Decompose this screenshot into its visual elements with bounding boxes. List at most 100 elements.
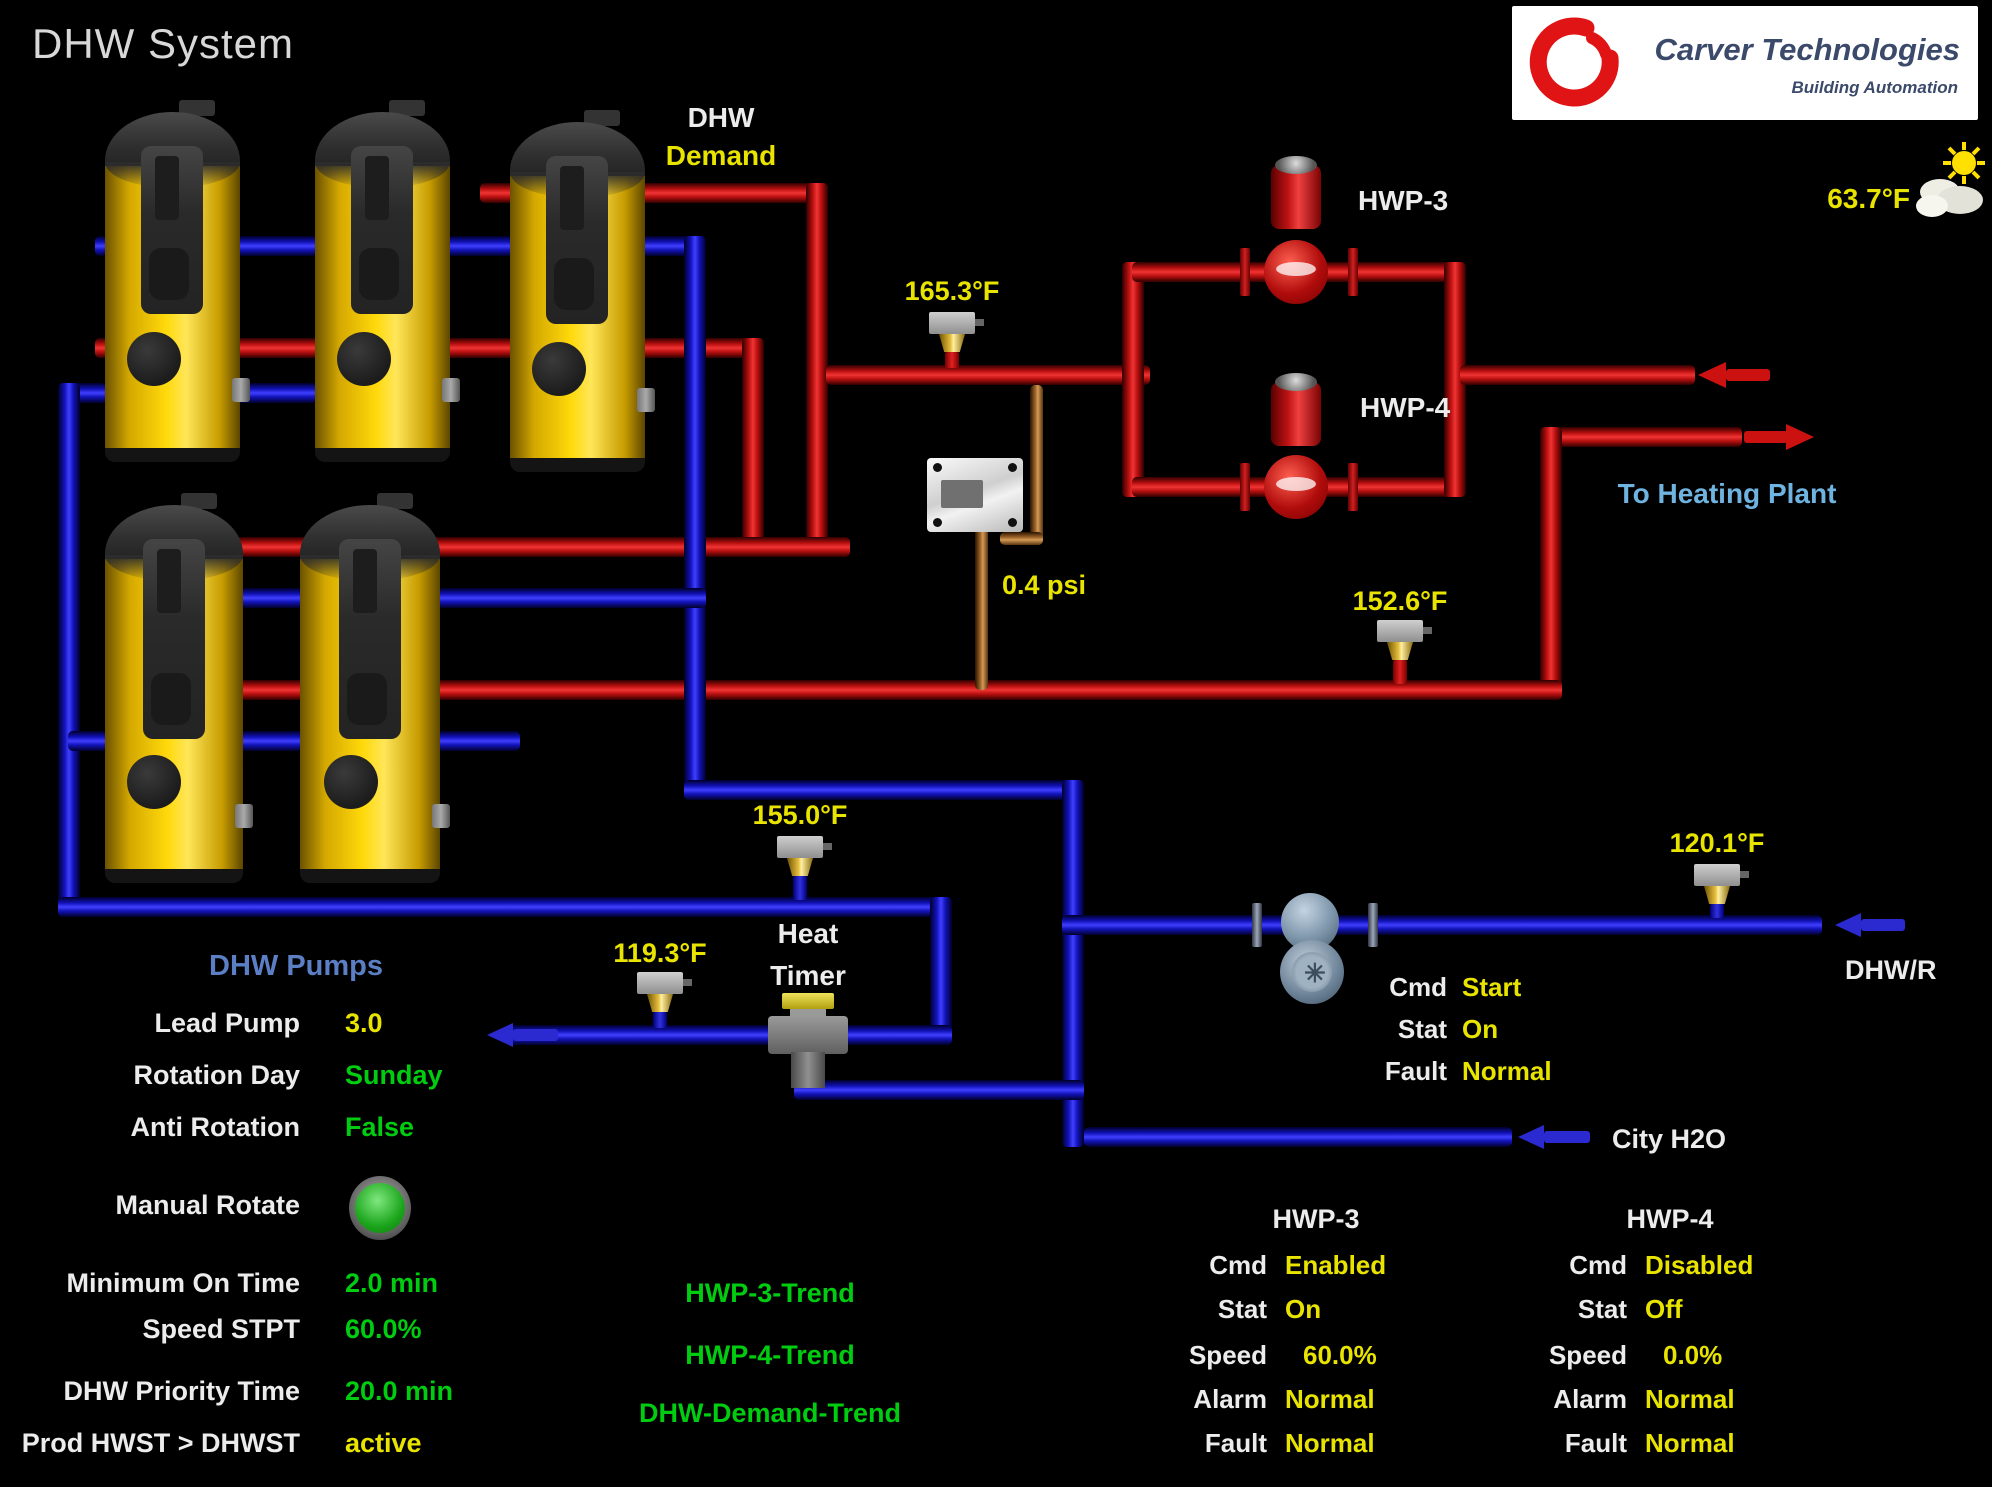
hwp4-fault-label: Fault (1564, 1428, 1627, 1458)
flow-arrow-tail (1744, 431, 1788, 443)
hwp4-speed-value: 0.0% (1663, 1340, 1723, 1370)
pump-fan-icon: ✳ (1304, 958, 1326, 988)
pipe-heating-plant-return (1460, 365, 1695, 385)
pipe-heating-plant-supply (1558, 427, 1742, 447)
valve-actuator (782, 993, 834, 1009)
logo-company: Carver Technologies (1654, 32, 1960, 67)
pipe-hot-supply-header (826, 365, 1150, 385)
water-heater-tank-5[interactable] (300, 493, 450, 883)
circ-fault-value: Normal (1462, 1056, 1552, 1086)
pipe-tank-supply-line (58, 897, 952, 917)
manual-rotate-label: Manual Rotate (115, 1190, 300, 1220)
dhw-return-label: DHW/R (1845, 955, 1937, 985)
flow-arrow-tail (1544, 1131, 1590, 1143)
hwp3-cmd-value[interactable]: Enabled (1285, 1250, 1387, 1280)
pipe-dhw-return-line (1062, 915, 1822, 935)
flow-arrow-tail (1726, 369, 1770, 381)
prod-hwst-value: active (345, 1428, 422, 1458)
manual-rotate-button[interactable] (349, 1176, 411, 1240)
dp-transmitter[interactable] (927, 458, 1023, 532)
pipe-blue-u-leg (930, 897, 952, 1045)
pipe-red-riser-tanks (742, 338, 764, 557)
water-heater-tank-4[interactable] (105, 493, 253, 883)
hwp4-trend-link[interactable]: HWP-4-Trend (685, 1340, 855, 1370)
dhw-pumps-panel-title: DHW Pumps (209, 950, 383, 982)
minimum-on-time-label: Minimum On Time (66, 1268, 300, 1298)
tube-copper-high (1030, 385, 1043, 545)
dhw-demand-trend-link[interactable]: DHW-Demand-Trend (639, 1398, 901, 1428)
hwp4-alarm-label: Alarm (1553, 1384, 1627, 1414)
hwp3-alarm-value: Normal (1285, 1384, 1375, 1414)
supply-header-temp-value[interactable]: 165.3°F (904, 276, 1000, 306)
tank-side-fitting (232, 378, 250, 402)
heat-timer-label-line2: Timer (770, 960, 846, 991)
hwp3-fault-label: Fault (1204, 1428, 1267, 1458)
hwp4-stat-label: Stat (1577, 1294, 1627, 1324)
flow-arrow-to-heating-plant (1786, 424, 1814, 450)
hwp3-trend-link[interactable]: HWP-3-Trend (685, 1278, 855, 1308)
return-temp-value[interactable]: 152.6°F (1352, 586, 1448, 616)
anti-rotation-value[interactable]: False (345, 1112, 415, 1142)
rotation-day-label: Rotation Day (133, 1060, 300, 1090)
dhw-priority-time-value[interactable]: 20.0 min (345, 1376, 454, 1406)
circ-fault-label: Fault (1384, 1056, 1447, 1086)
hwp3-status-title: HWP-3 (1272, 1204, 1360, 1234)
hwp4-fault-value: Normal (1645, 1428, 1735, 1458)
tube-copper-low (975, 528, 988, 690)
pipe-red-riser-demand (806, 183, 828, 557)
flow-arrow-recirc (487, 1023, 513, 1047)
hwp4-pump-label: HWP-4 (1360, 392, 1451, 423)
heat-timer-label-line1: Heat (777, 918, 839, 949)
tube-copper-elbow (1000, 532, 1043, 545)
dhw-demand-label-line1: DHW (687, 102, 755, 133)
hwp3-fault-value: Normal (1285, 1428, 1375, 1458)
dhw-demand-label-line2: Demand (665, 140, 777, 171)
logo-tagline: Building Automation (1791, 78, 1958, 97)
speed-stpt-label: Speed STPT (142, 1314, 300, 1344)
circ-cmd-value[interactable]: Start (1462, 972, 1522, 1002)
lead-pump-label: Lead Pump (154, 1008, 300, 1038)
hwp3-stat-label: Stat (1217, 1294, 1267, 1324)
hwp4-cmd-label: Cmd (1569, 1250, 1627, 1280)
logo: Carver Technologies Building Automation (1512, 6, 1978, 120)
outdoor-temp: 63.7°F (1827, 183, 1910, 214)
hwp3-cmd-label: Cmd (1209, 1250, 1267, 1280)
prod-hwst-label: Prod HWST > DHWST (21, 1428, 300, 1458)
to-heating-plant-label: To Heating Plant (1617, 478, 1837, 509)
recirc-temp-value[interactable]: 119.3°F (613, 938, 707, 968)
speed-stpt-value[interactable]: 60.0% (345, 1314, 422, 1344)
circ-stat-value: On (1462, 1014, 1499, 1044)
hwp3-speed-label: Speed (1188, 1340, 1267, 1370)
logo-swirl-icon (1529, 17, 1619, 107)
dhw-priority-time-label: DHW Priority Time (63, 1376, 300, 1406)
minimum-on-time-value[interactable]: 2.0 min (345, 1268, 439, 1298)
hwp3-speed-value: 60.0% (1303, 1340, 1377, 1370)
hwp3-alarm-label: Alarm (1193, 1384, 1267, 1414)
tank-fitting (141, 146, 203, 314)
circ-stat-label: Stat (1397, 1014, 1447, 1044)
pipe-city-water-line (1084, 1127, 1512, 1147)
pipe-blue-mid-horizontal (684, 780, 1084, 800)
hwp4-cmd-value[interactable]: Disabled (1645, 1250, 1754, 1280)
page-title: DHW System (32, 20, 294, 67)
water-heater-tank-1[interactable] (105, 100, 250, 462)
pipe-pump-manifold-left (1122, 262, 1144, 497)
rotation-day-value[interactable]: Sunday (345, 1060, 443, 1090)
pipe-pump-manifold-right (1444, 262, 1466, 497)
lead-pump-value[interactable]: 3.0 (345, 1008, 383, 1038)
pipe-red-riser-right (1540, 427, 1562, 700)
city-water-label: City H2O (1612, 1124, 1727, 1154)
circ-cmd-label: Cmd (1389, 972, 1447, 1002)
dhw-return-temp-value[interactable]: 120.1°F (1669, 828, 1765, 858)
pipe-blue-right-riser (1062, 780, 1084, 1147)
flow-arrow-tail (1861, 919, 1905, 931)
flow-arrow-city-water (1518, 1125, 1544, 1149)
dp-value[interactable]: 0.4 psi (1002, 570, 1087, 600)
hwp4-stat-value: Off (1645, 1294, 1683, 1324)
water-heater-tank-3[interactable] (510, 110, 655, 472)
water-heater-tank-2[interactable] (315, 100, 460, 462)
hwp4-status-title: HWP-4 (1626, 1204, 1714, 1234)
tank-supply-temp-value[interactable]: 155.0°F (752, 800, 848, 830)
anti-rotation-label: Anti Rotation (130, 1112, 300, 1142)
